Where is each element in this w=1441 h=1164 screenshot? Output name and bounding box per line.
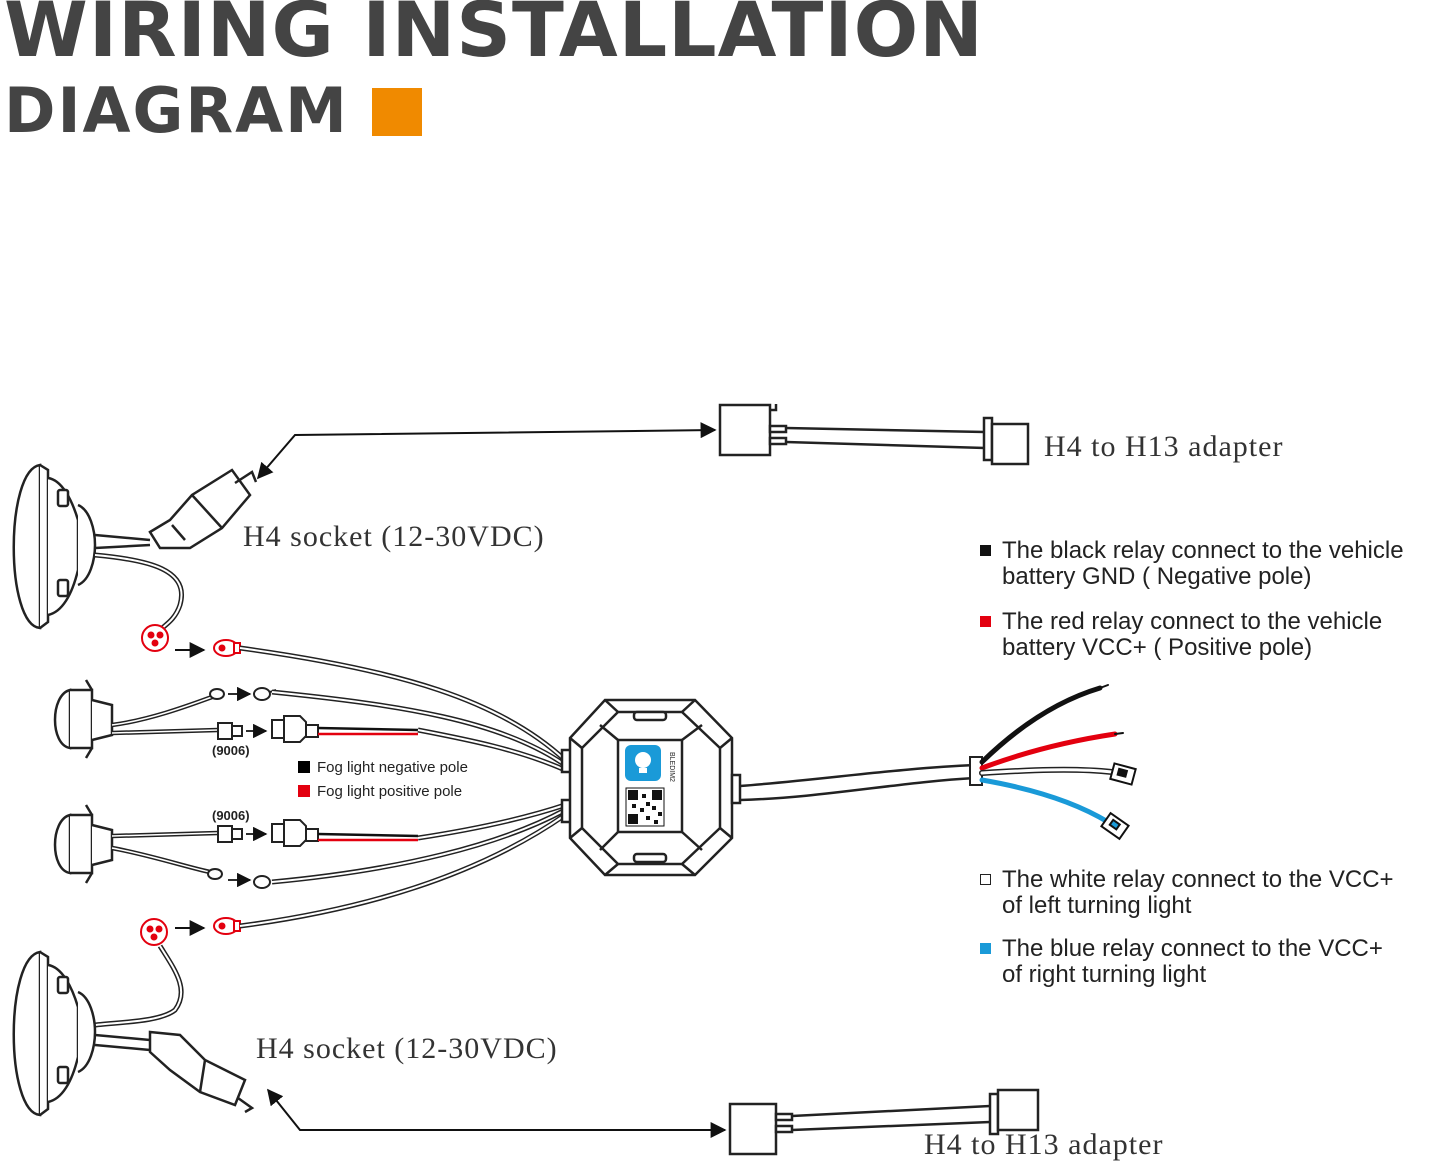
black-square-icon bbox=[298, 761, 310, 773]
label-adapter-bottom: H4 to H13 adapter bbox=[924, 1128, 1164, 1161]
black-square-icon bbox=[980, 545, 991, 556]
headlight-top bbox=[12, 463, 97, 630]
app-icon bbox=[625, 745, 661, 781]
label-socket-bottom: H4 socket (12-30VDC) bbox=[256, 1032, 558, 1065]
red-connector-top-left bbox=[141, 624, 169, 652]
red-square-icon bbox=[980, 616, 991, 627]
white-square-icon bbox=[980, 874, 991, 885]
title-accent-square bbox=[372, 88, 422, 136]
h4-plug-top bbox=[94, 468, 258, 550]
module-brand-label: BLEDIM2 bbox=[668, 752, 675, 782]
harness-wires bbox=[239, 645, 567, 929]
blue-square-icon bbox=[980, 943, 991, 954]
qr-code-icon bbox=[625, 787, 665, 827]
label-adapter-top: H4 to H13 adapter bbox=[1044, 430, 1284, 463]
relay-wires bbox=[979, 684, 1124, 825]
relay-connectors bbox=[1100, 762, 1137, 841]
label-9006-bottom: (9006) bbox=[212, 808, 250, 823]
fog-legend-negative: Fog light negative pole bbox=[298, 759, 468, 776]
red-connector-bottom-left bbox=[140, 918, 168, 946]
fog-light-bottom bbox=[53, 804, 114, 884]
h4-h13-adapter-bottom bbox=[728, 1088, 1040, 1156]
label-socket-top: H4 socket (12-30VDC) bbox=[243, 520, 545, 553]
red-connector-bottom-right bbox=[213, 917, 241, 935]
fog-legend-positive: Fog light positive pole bbox=[298, 783, 462, 800]
relay-legend-black: The black relay connect to the vehicle b… bbox=[980, 538, 1404, 590]
page-title-line2: DIAGRAM bbox=[4, 74, 349, 147]
red-square-icon bbox=[298, 785, 310, 797]
red-connector-top-right bbox=[213, 639, 241, 657]
label-9006-top: (9006) bbox=[212, 743, 250, 758]
h4-h13-adapter-top bbox=[718, 403, 1030, 466]
relay-legend-red: The red relay connect to the vehicle bat… bbox=[980, 609, 1382, 661]
relay-legend-white: The white relay connect to the VCC+ of l… bbox=[980, 867, 1394, 919]
headlight-bottom bbox=[12, 950, 97, 1117]
page-title-line1: WIRING INSTALLATION bbox=[4, 0, 984, 74]
relay-legend-blue: The blue relay connect to the VCC+ of ri… bbox=[980, 936, 1383, 988]
h4-plug-bottom bbox=[94, 1030, 255, 1114]
fog-light-top bbox=[53, 679, 114, 759]
